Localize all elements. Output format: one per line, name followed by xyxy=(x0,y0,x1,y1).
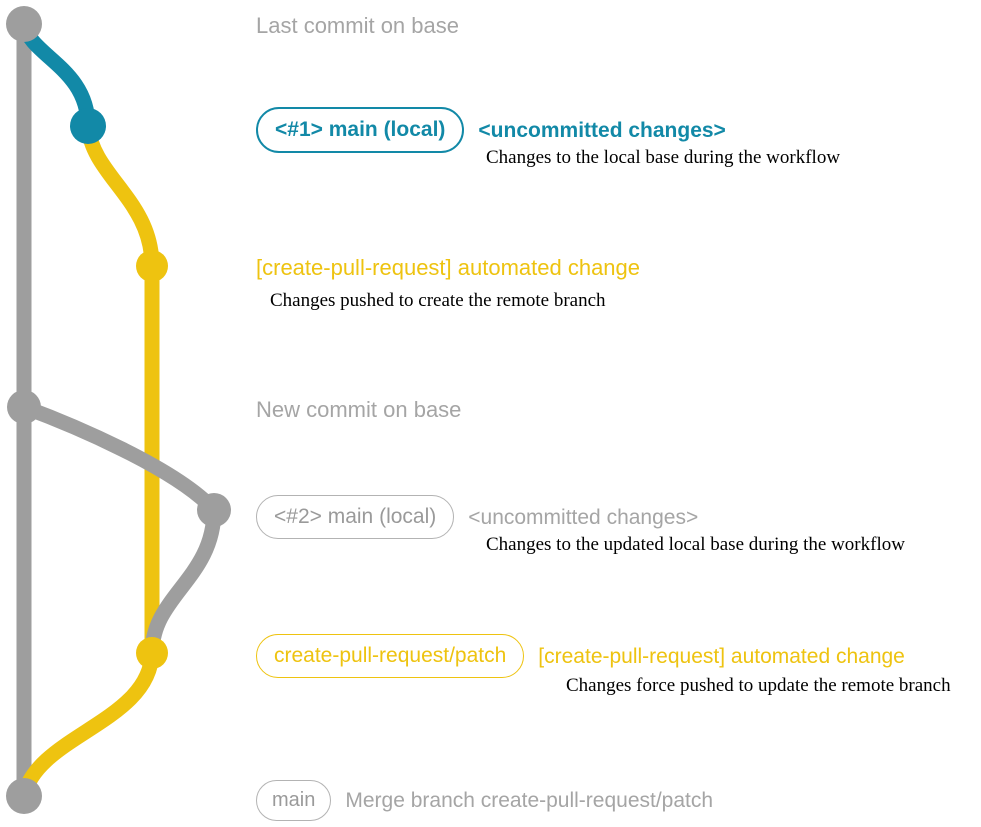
commit-note-local-main-1: Changes to the local base during the wor… xyxy=(486,147,841,168)
commit-subject-automated-change-2: [create-pull-request] automated change xyxy=(538,644,905,668)
commit-node-last-commit-on-base[interactable] xyxy=(6,6,42,42)
commit-node-automated-change-2[interactable] xyxy=(136,637,168,669)
commit-row-merge-main: main Merge branch create-pull-request/pa… xyxy=(256,780,713,821)
edge-patch-2-to-merge xyxy=(16,645,160,804)
commit-subject-local-main-2: <uncommitted changes> xyxy=(468,505,699,529)
commit-node-new-commit-on-base[interactable] xyxy=(7,390,41,424)
commit-headline-last-commit-on-base: Last commit on base xyxy=(256,13,459,38)
commit-headline-automated-change-1: [create-pull-request] automated change xyxy=(256,255,641,280)
commit-row-local-main-2: <#2> main (local) <uncommitted changes> xyxy=(256,495,698,539)
branch-badge-main[interactable]: main xyxy=(256,780,332,821)
commit-row-local-main-1: <#1> main (local) <uncommitted changes> xyxy=(256,107,726,153)
commit-note-automated-change-1: Changes pushed to create the remote bran… xyxy=(270,290,606,311)
commit-row-automated-change-2: create-pull-request/patch [create-pull-r… xyxy=(256,634,905,678)
commit-node-local-main-2[interactable] xyxy=(197,493,231,527)
commit-subject-merge-main: Merge branch create-pull-request/patch xyxy=(345,789,714,812)
branch-badge-create-pull-request-patch[interactable]: create-pull-request/patch xyxy=(256,634,525,678)
commit-subject-local-main-1: <uncommitted changes> xyxy=(478,118,726,142)
commit-note-automated-change-2: Changes force pushed to update the remot… xyxy=(566,675,951,696)
commit-headline-new-commit-on-base: New commit on base xyxy=(256,397,462,422)
commit-node-merge-main[interactable] xyxy=(6,778,42,814)
commit-node-local-main-1[interactable] xyxy=(70,108,106,144)
commit-node-automated-change-1[interactable] xyxy=(136,250,168,282)
edge-local-main-2-to-patch-2 xyxy=(144,502,222,661)
edge-base-to-local-main-2 xyxy=(16,399,222,518)
commit-note-local-main-2: Changes to the updated local base during… xyxy=(486,534,905,555)
branch-badge-local-main-1[interactable]: <#1> main (local) xyxy=(256,107,465,153)
branch-badge-local-main-2[interactable]: <#2> main (local) xyxy=(256,495,455,539)
